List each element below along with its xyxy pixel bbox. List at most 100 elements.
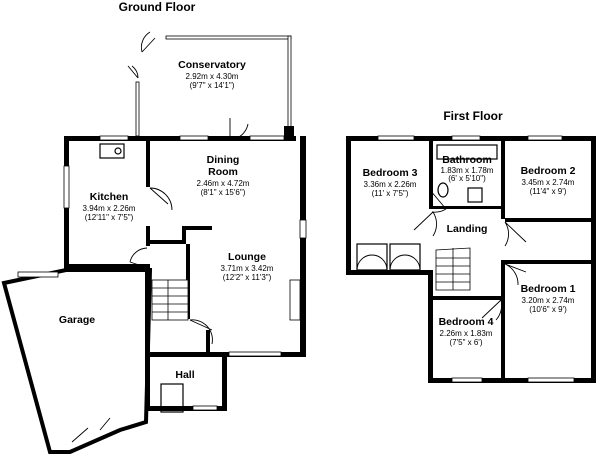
first-floor-openings [356, 135, 575, 383]
wall [182, 226, 186, 244]
wall [429, 141, 433, 209]
garage [1, 268, 153, 454]
conservatory-door-icon [127, 65, 139, 79]
kitchen-label: Kitchen [90, 191, 129, 203]
bedroom1-metric: 3.20m x 2.74m [522, 296, 575, 305]
bedroom2-metric: 3.45m x 2.74m [522, 178, 575, 187]
bedroom1-label: Bedroom 1 [521, 283, 576, 295]
lounge-imperial: (12'2" x 11'3") [223, 273, 272, 282]
wardrobe-icon [356, 243, 388, 271]
fireplace-icon [289, 279, 301, 321]
wall [433, 206, 501, 209]
bedroom1-imperial: (10'6" x 9') [529, 305, 567, 314]
wall [300, 136, 306, 356]
garage-walls [1, 268, 153, 454]
kitchen-door-icon [149, 187, 173, 211]
bedroom3-imperial: (11' x 7'5") [372, 189, 409, 198]
wall [182, 226, 212, 230]
bedroom2-label: Bedroom 2 [521, 165, 576, 177]
hall-door [160, 383, 184, 413]
first-floor-plan: First Floor [346, 109, 596, 383]
lounge-window [299, 219, 307, 239]
wall [346, 136, 351, 274]
dining-door-icon [229, 118, 249, 141]
bedroom4-metric: 2.26m x 1.83m [440, 329, 493, 338]
first-floor-title: First Floor [443, 109, 503, 123]
garage-label: Garage [59, 314, 95, 326]
hall-label: Hall [175, 369, 194, 381]
bedroom3-label: Bedroom 3 [363, 167, 418, 179]
lounge-window [228, 351, 282, 357]
bedroom1-window [527, 377, 575, 383]
bathroom-label: Bathroom [442, 154, 492, 166]
wall [206, 330, 210, 356]
wardrobe-icon [389, 243, 421, 271]
first-floor-stairs [435, 247, 471, 291]
dining-room-label: Room [208, 166, 238, 178]
bathroom-imperial: (6' x 5'10") [448, 174, 486, 183]
wall [145, 406, 227, 411]
wall [146, 226, 150, 246]
dining-window [179, 135, 209, 141]
wall [501, 260, 505, 378]
bathroom-door-icon [429, 189, 447, 213]
wall [146, 141, 150, 187]
wall [284, 126, 294, 141]
wall [433, 296, 501, 300]
bathroom-window [451, 135, 481, 141]
basin-icon [467, 187, 483, 203]
wall [505, 260, 591, 264]
garage-window [17, 271, 59, 278]
bedroom3-window [377, 135, 415, 141]
conservatory-imperial: (9'7" x 14'1") [190, 81, 235, 90]
kitchen-imperial: (12'11" x 7'5") [85, 213, 134, 222]
bath-icon [436, 144, 498, 160]
ground-floor-openings [63, 118, 307, 413]
wardrobe-door-icon [356, 254, 388, 271]
bedroom4-window [451, 377, 483, 383]
wall [505, 218, 591, 222]
dining-window [249, 135, 285, 141]
conservatory-glazing-left [135, 81, 140, 137]
ground-floor-plan: Ground Floor [1, 0, 307, 454]
lounge-door-icon [189, 319, 213, 345]
landing-label: Landing [447, 223, 488, 235]
lounge-label: Lounge [228, 251, 266, 263]
wall [64, 264, 150, 269]
kitchen-window [99, 135, 129, 141]
bedroom1-door-icon [504, 263, 527, 286]
bedroom2-window [527, 135, 563, 141]
dining-room-label: Dining [207, 154, 240, 166]
hall-door-icon [129, 247, 149, 269]
bathroom-metric: 1.83m x 1.78m [441, 166, 494, 175]
bedroom4-imperial: (7'5" x 6') [449, 338, 482, 347]
wall [428, 270, 433, 383]
bedroom4-door-icon [481, 299, 503, 321]
conservatory-metric: 2.92m x 4.30m [186, 72, 239, 81]
wall [501, 141, 505, 219]
bedroom2-imperial: (11'4" x 9') [530, 187, 567, 196]
lounge-metric: 3.71m x 3.42m [221, 264, 274, 273]
wall [222, 352, 227, 410]
conservatory-label: Conservatory [178, 59, 246, 71]
toilet-icon [437, 182, 449, 198]
conservatory-glazing-right [287, 35, 292, 137]
conservatory-glazing-top [165, 35, 292, 40]
dining-room-metric: 2.46m x 4.72m [197, 179, 250, 188]
wall [428, 378, 596, 383]
conservatory-door-icon [140, 31, 156, 53]
bedroom4-label: Bedroom 4 [439, 316, 494, 328]
hall-window [192, 405, 218, 411]
wall [591, 136, 596, 383]
bedroom3-metric: 3.36m x 2.26m [364, 180, 417, 189]
wall [146, 240, 186, 244]
kitchen-metric: 3.94m x 2.26m [83, 204, 136, 213]
wall [346, 270, 432, 275]
ground-stairs [151, 279, 189, 321]
sink-icon [99, 143, 125, 159]
sink-drain-icon [114, 147, 122, 155]
bedroom2-door-icon [504, 221, 527, 247]
dining-room-imperial: (8'1" x 15'6") [201, 188, 246, 197]
kitchen-window [63, 165, 70, 209]
